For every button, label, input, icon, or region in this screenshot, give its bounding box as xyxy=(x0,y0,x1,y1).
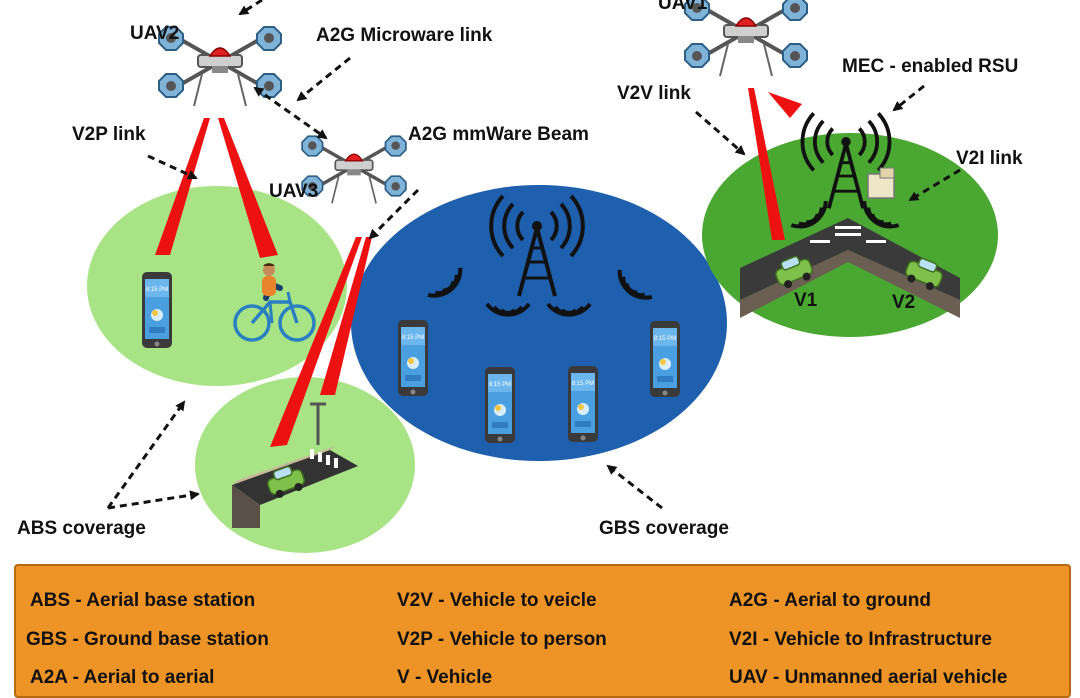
uav1-label: UAV1 xyxy=(658,0,708,14)
rsu-beam xyxy=(768,92,802,118)
vehicle-v2-label: V2 xyxy=(892,292,916,313)
mmwave-beam-right xyxy=(320,237,372,395)
legend-box: ABS - Aerial base station GBS - Ground b… xyxy=(14,564,1071,698)
mec-rsu-label: MEC - enabled RSU xyxy=(842,56,1019,77)
legend-item: GBS - Ground base station xyxy=(26,629,269,650)
legend-item: UAV - Unmanned aerial vehicle xyxy=(729,667,1008,688)
v2p-link-label: V2P link xyxy=(72,124,146,145)
phone-time-text: 8:15 PM xyxy=(572,381,594,387)
phone-time-text: 8:15 PM xyxy=(489,382,511,388)
legend-item: V - Vehicle xyxy=(397,667,493,688)
smartphone-icon: 8:15 PM xyxy=(650,321,680,397)
v2p-beam-bicycle xyxy=(218,118,278,258)
a2g-mmwave-beam-label: A2G mmWare Beam xyxy=(408,124,589,145)
uav3-label: UAV3 xyxy=(269,181,319,202)
legend-item: ABS - Aerial base station xyxy=(30,590,256,611)
gbs-coverage-area xyxy=(351,185,727,461)
phone-time-text: 8:15 PM xyxy=(402,335,424,341)
pointer-arrows xyxy=(106,0,961,510)
v2v-beam xyxy=(748,88,785,240)
smartphone-icon: 8:15 PM xyxy=(142,272,172,348)
v2p-beam-phone xyxy=(155,118,210,255)
rsu-box-icon xyxy=(867,167,895,199)
bicycle-icon xyxy=(233,263,316,342)
smartphone-icon: 8:15 PM xyxy=(485,367,515,443)
legend-item: A2A - Aerial to aerial xyxy=(30,667,215,688)
a2g-microwave-link-label: A2G Microware link xyxy=(316,25,493,46)
smartphone-icon: 8:15 PM xyxy=(568,366,598,442)
legend-item: V2V - Vehicle to veicle xyxy=(397,590,597,611)
vehicle-v1-label: V1 xyxy=(794,290,818,311)
legend-item: V2I - Vehicle to Infrastructure xyxy=(729,629,992,650)
legend-item: A2G - Aerial to ground xyxy=(729,590,931,611)
legend-item: V2P - Vehicle to person xyxy=(397,629,607,650)
phone-time-text: 8:15 PM xyxy=(654,336,676,342)
uav2-label: UAV2 xyxy=(130,23,180,44)
mmwave-beam-left xyxy=(270,237,362,447)
abs-coverage-label: ABS coverage xyxy=(17,518,146,539)
phone-time-text: 8:15 PM xyxy=(146,287,168,293)
v2i-link-label: V2I link xyxy=(956,148,1023,169)
gbs-coverage-label: GBS coverage xyxy=(599,518,729,539)
v2v-link-label: V2V link xyxy=(617,83,691,104)
smartphone-icon: 8:15 PM xyxy=(398,320,428,396)
network-diagram: 8:15 PM 8:15 PM 8:15 PM 8:15 PM 8:15 PM xyxy=(87,0,998,553)
uav-beams xyxy=(155,88,802,447)
